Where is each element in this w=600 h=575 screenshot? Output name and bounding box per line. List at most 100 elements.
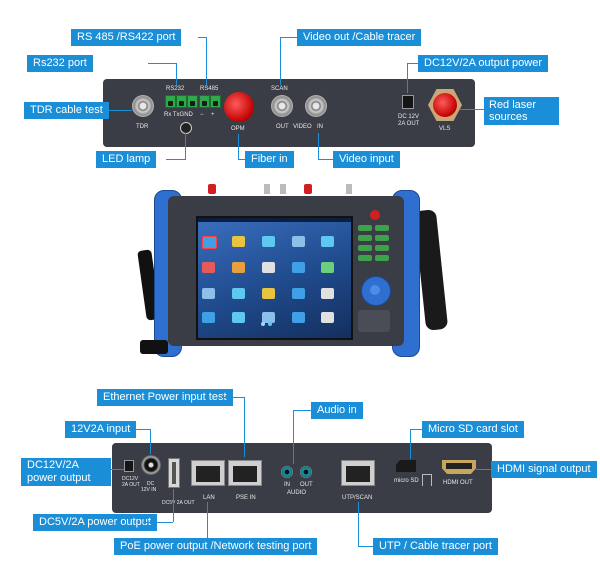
page-dot-1: [261, 322, 265, 326]
screen-icon-7: [232, 262, 245, 273]
audio-out-jack: [300, 466, 312, 478]
key-8: [375, 255, 389, 261]
micro-sd-slot: [422, 474, 432, 486]
utp-label: UTP / Cable tracer port: [373, 538, 498, 555]
scan-printed-label: SCAN: [271, 86, 288, 92]
screen-icon-14: [292, 288, 305, 299]
fiber-leader-h: [238, 159, 245, 160]
rs485-leader-v: [206, 37, 207, 85]
tester-device: [137, 180, 450, 360]
rs232-leader-h: [148, 63, 176, 64]
vls-laser-cap: [433, 93, 457, 117]
rs485-label: RS 485 /RS422 port: [71, 29, 182, 46]
dc-leader-h: [407, 63, 418, 64]
audio-in-jack: [281, 466, 293, 478]
micro-sd-slot-icon: [396, 460, 416, 472]
plus-printed-label: +: [211, 112, 215, 118]
dc12v-out-jack: [124, 460, 134, 472]
video-in-leader-v: [318, 133, 319, 159]
lan-rj45-port: [191, 460, 225, 486]
12v-leader-h: [131, 429, 150, 430]
in-printed-label: IN: [317, 124, 323, 130]
utp-leader-h: [358, 546, 373, 547]
dc5v-leader-h: [143, 522, 173, 523]
rs232-leader-v: [176, 63, 177, 85]
screen-icon-8: [262, 262, 275, 273]
pse-in-rj45-port: [228, 460, 262, 486]
device-screen-statusbar: [198, 218, 351, 222]
dc5v-leader-v: [173, 489, 174, 522]
key-7: [358, 255, 372, 261]
led-lamp-label: LED lamp: [96, 151, 157, 168]
dc12v-out-printed: DC12V: [122, 476, 139, 482]
video-printed-label: VIDEO: [293, 124, 312, 130]
video-out-label: Video out /Cable tracer: [297, 29, 422, 46]
led-leader-v: [185, 133, 186, 159]
rs485-terminal-1: [199, 95, 210, 108]
bottom-keys: [358, 310, 390, 332]
key-4: [375, 235, 389, 241]
rs232-terminal-3: [187, 95, 198, 108]
tdr-leader: [108, 110, 132, 111]
rs485-printed-label: RS485: [200, 86, 219, 92]
rx-tx-gnd-printed-label: Rx TxGND: [164, 112, 193, 118]
rs485-terminal-2: [210, 95, 221, 108]
dc-in-printed: DC: [147, 481, 155, 487]
rs232-terminal-2: [176, 95, 187, 108]
video-out-leader-h: [280, 37, 297, 38]
video-out-bnc-connector: [271, 95, 293, 117]
device-top-connector-3: [346, 184, 352, 194]
power-button: [370, 210, 380, 220]
page-dot-2: [268, 322, 272, 326]
key-1: [358, 225, 372, 231]
lan-printed: LAN: [203, 495, 215, 501]
dc-out-leader: [111, 469, 124, 470]
screen-icon-20: [321, 312, 334, 323]
dc5v-printed: DC5V 2A OUT: [162, 500, 195, 506]
dc-2a-out-printed: 2A OUT: [122, 482, 140, 488]
key-3: [358, 235, 372, 241]
pse-in-printed: PSE IN: [236, 495, 256, 501]
screen-icon-4: [292, 236, 305, 247]
dc12v-printed-label: DC 12V: [398, 114, 420, 120]
screen-icon-1: [202, 236, 217, 249]
micro-sd-leader-h: [410, 429, 422, 430]
dc5v-label: DC5V/2A power output: [33, 514, 157, 531]
utp-scan-printed: UTP/SCAN: [342, 495, 373, 501]
dc-out-printed-label: 2A OUT: [398, 121, 420, 127]
vls-printed-label: VLS: [439, 126, 451, 132]
hdmi-port-inner: [446, 463, 472, 469]
screen-icon-16: [202, 312, 215, 323]
minus-printed-label: −: [200, 112, 204, 118]
led-lamp-icon: [180, 122, 192, 134]
audio-out-printed: OUT: [300, 482, 313, 488]
key-5: [358, 245, 372, 251]
screen-icon-3: [262, 236, 275, 247]
utp-scan-rj45-port: [341, 460, 375, 486]
key-6: [375, 245, 389, 251]
tdr-printed-label: TDR: [136, 124, 149, 130]
screen-icon-5: [321, 236, 334, 247]
dc-12v-in-barrel: [141, 455, 161, 475]
screen-icon-9: [292, 262, 305, 273]
rs232-printed-label: RS232: [166, 86, 185, 92]
dc-power-output-label: DC12V/2A power output: [21, 458, 111, 486]
tdr-bnc-connector: [132, 95, 154, 117]
screen-icon-10: [321, 262, 334, 273]
screen-icon-12: [232, 288, 245, 299]
screen-icon-11: [202, 288, 215, 299]
opm-fiber-cap: [224, 92, 254, 122]
device-top-connector-1: [264, 184, 270, 194]
video-out-leader-v: [280, 37, 281, 85]
utp-leader-v: [358, 502, 359, 546]
ethernet-power-label: Ethernet Power input test: [97, 389, 233, 406]
video-input-label: Video input: [333, 151, 400, 168]
video-in-bnc-connector: [305, 95, 327, 117]
dpad-center: [370, 285, 380, 295]
led-leader-h: [166, 159, 186, 160]
poe-leader-v: [207, 502, 208, 538]
dc-output-jack: [402, 95, 414, 109]
12v-leader-v: [150, 429, 151, 454]
device-top-cap-left: [208, 184, 216, 194]
ethernet-leader-v: [244, 397, 245, 457]
